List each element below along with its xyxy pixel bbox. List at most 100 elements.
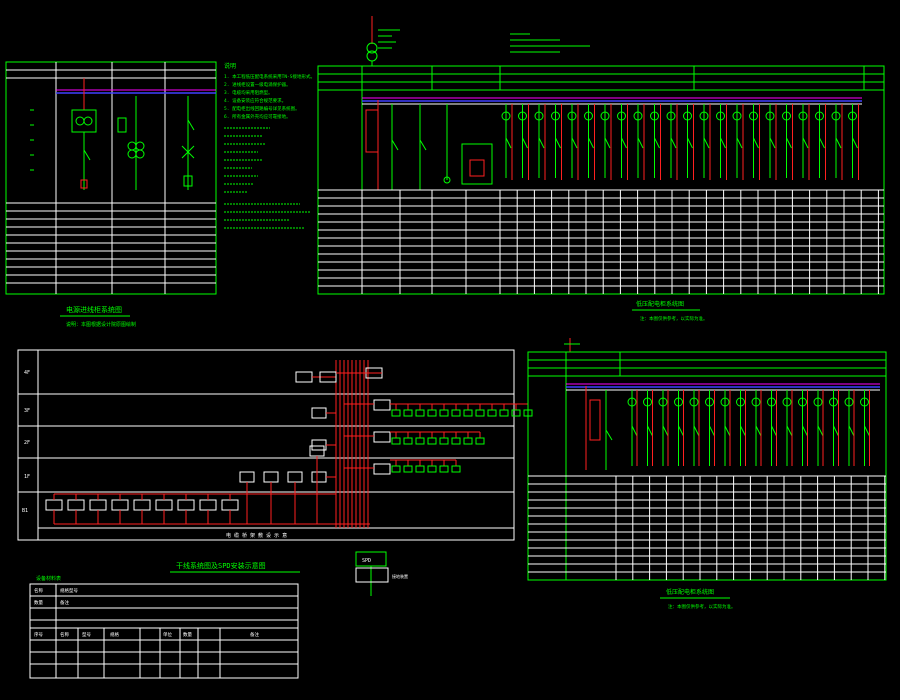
lighting-box [391,409,401,417]
schedule-cell-3: 数量 [34,599,43,606]
notes-block: 说明 1. 本工程低压配电系统采用TN-S接地形式。 2. 进线柜设置一级电涌保… [224,62,315,229]
switch-symbol [631,425,638,437]
breaker-symbol [633,111,643,121]
breaker-symbol [720,397,730,407]
breaker-symbol [732,111,742,121]
distribution-box [177,499,195,511]
top-right-panel [317,65,885,295]
floor-label-3f: 3F [24,408,30,414]
lighting-box [427,465,437,473]
switch-symbol [771,425,777,437]
riser-diagram [17,349,515,541]
switch-symbol [786,425,793,437]
switch-symbol [687,137,693,149]
notes-title: 说明 [224,62,236,70]
breaker-symbol [617,111,626,121]
riser-cables [45,360,533,528]
breaker-symbol [666,111,676,121]
schedule-header-3: 型号 [82,631,91,638]
lighting-box [475,437,485,445]
breaker-symbol [798,397,807,407]
lighting-box [487,409,497,417]
distribution-box [239,471,255,483]
switch-symbol [753,137,759,149]
breaker-symbol [551,111,560,121]
schedule-header-1: 序号 [34,631,43,638]
distribution-box [373,431,391,443]
spd-box-label: SPD [362,558,371,564]
schedule-header-2: 名称 [60,631,69,638]
distribution-box [263,471,279,483]
distribution-box [221,499,239,511]
lighting-box [499,409,509,417]
notes-line-2: 2. 进线柜设置一级电涌保护器。 [224,81,291,88]
distribution-box [319,371,337,383]
notes-line-5: 5. 配电柜出线回路编号详见系统图。 [224,105,300,112]
switch-symbol [819,137,825,149]
top-left-caption: 电源进线柜系统图 [66,305,122,314]
switch-symbol [802,137,809,149]
switch-symbol [571,137,578,149]
lighting-box [439,465,449,473]
notes-line-1: 1. 本工程低压配电系统采用TN-S接地形式。 [224,73,315,80]
breaker-symbol [815,111,824,121]
breaker-symbol [751,397,761,407]
breaker-symbol [829,397,838,407]
switch-symbol [740,425,746,437]
breaker-symbol [813,397,823,407]
switch-symbol [647,425,653,437]
notes-line-3: 3. 电缆均采用阻燃型。 [224,89,273,96]
switch-symbol [720,137,726,149]
floor-label-4f: 4F [24,370,30,376]
switch-symbol [604,137,611,149]
breaker-symbol [689,397,699,407]
breaker-symbol [848,111,857,121]
switch-symbol [848,425,855,437]
breaker-symbol [705,397,714,407]
transformer-symbol [366,16,400,66]
lighting-box [403,437,413,445]
switch-symbol [538,137,545,149]
breaker-symbol [736,397,745,407]
switch-symbol [755,425,762,437]
switch-symbol [654,137,660,149]
riser-caption: 干线系统图及SPD安装示意图 [176,561,266,570]
notes-line-4: 4. 设备安装应符合规范要求。 [224,97,286,104]
breaker-symbol [860,397,869,407]
breaker-symbol [798,111,808,121]
breaker-symbol [716,111,725,121]
bottom-right-subcaption: 注：本图仅供参考，以实际为准。 [668,603,736,610]
switch-symbol [769,137,776,149]
breaker-symbol [699,111,709,121]
breaker-symbol [749,111,758,121]
breaker-symbol [765,111,775,121]
switch-symbol [802,425,808,437]
switch-symbol [662,425,669,437]
distribution-box [199,499,217,511]
breaker-symbol [567,111,577,121]
switch-symbol [678,425,684,437]
switch-symbol [835,137,842,149]
breaker-symbol [600,111,610,121]
breaker-symbol [782,111,791,121]
riser-bottom-bar-label: 电 缆 桥 架 敷 设 示 意 [226,532,287,539]
lighting-box [415,465,425,473]
switch-symbol [833,425,839,437]
lighting-box [427,409,437,417]
breaker-symbol [674,397,683,407]
distribution-box [45,499,63,511]
schedule-header-5: 单位 [163,631,172,638]
breaker-symbol [534,111,544,121]
schedule-cell-1: 名称 [34,587,43,594]
schedule-title: 设备材料表 [36,575,61,582]
schedule-cell-4: 备注 [60,599,69,606]
lighting-box [391,437,401,445]
lighting-box [439,437,449,445]
lighting-box [415,437,425,445]
breaker-symbol [584,111,593,121]
distribution-box [111,499,129,511]
switch-symbol [621,137,627,149]
breaker-symbol [767,397,776,407]
bottom-right-caption: 低压配电柜系统图 [666,588,714,596]
